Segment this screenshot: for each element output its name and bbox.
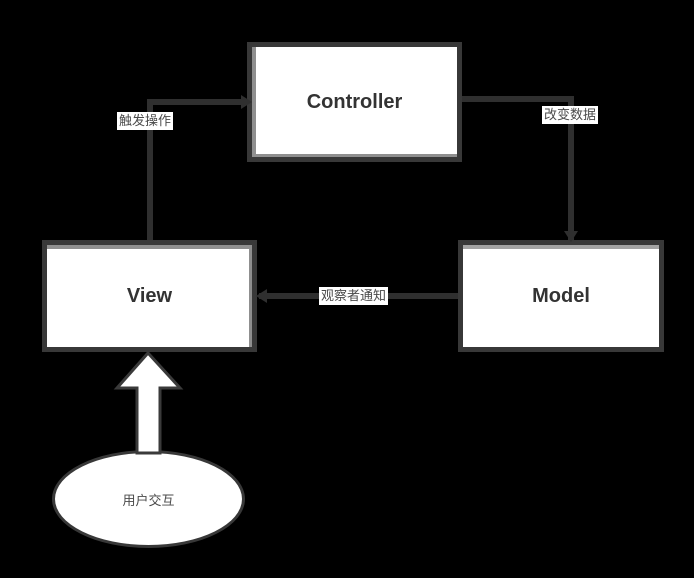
- user-interaction-up-arrow-icon: [113, 350, 184, 455]
- edge-label-change: 改变数据: [542, 106, 599, 124]
- node-user-interaction-label: 用户交互: [122, 492, 175, 508]
- arrowhead-into-controller-icon: [241, 95, 252, 109]
- node-controller-label: Controller: [306, 90, 403, 113]
- node-user-interaction: 用户交互: [52, 450, 245, 548]
- node-controller: Controller: [247, 42, 462, 162]
- edge-trigger-horizontal-line: [147, 99, 250, 105]
- arrowhead-into-view-icon: [256, 289, 267, 303]
- node-view: View: [42, 240, 257, 352]
- node-view-label: View: [126, 284, 173, 307]
- node-model: Model: [458, 240, 664, 352]
- edge-label-notify: 观察者通知: [319, 287, 389, 305]
- arrowhead-into-model-icon: [564, 231, 578, 242]
- edge-label-trigger: 触发操作: [117, 112, 174, 130]
- node-model-label: Model: [532, 284, 590, 307]
- edge-trigger-vertical-line: [147, 100, 153, 242]
- edge-change-horizontal-line: [459, 96, 574, 102]
- edge-change-vertical-line: [568, 96, 574, 242]
